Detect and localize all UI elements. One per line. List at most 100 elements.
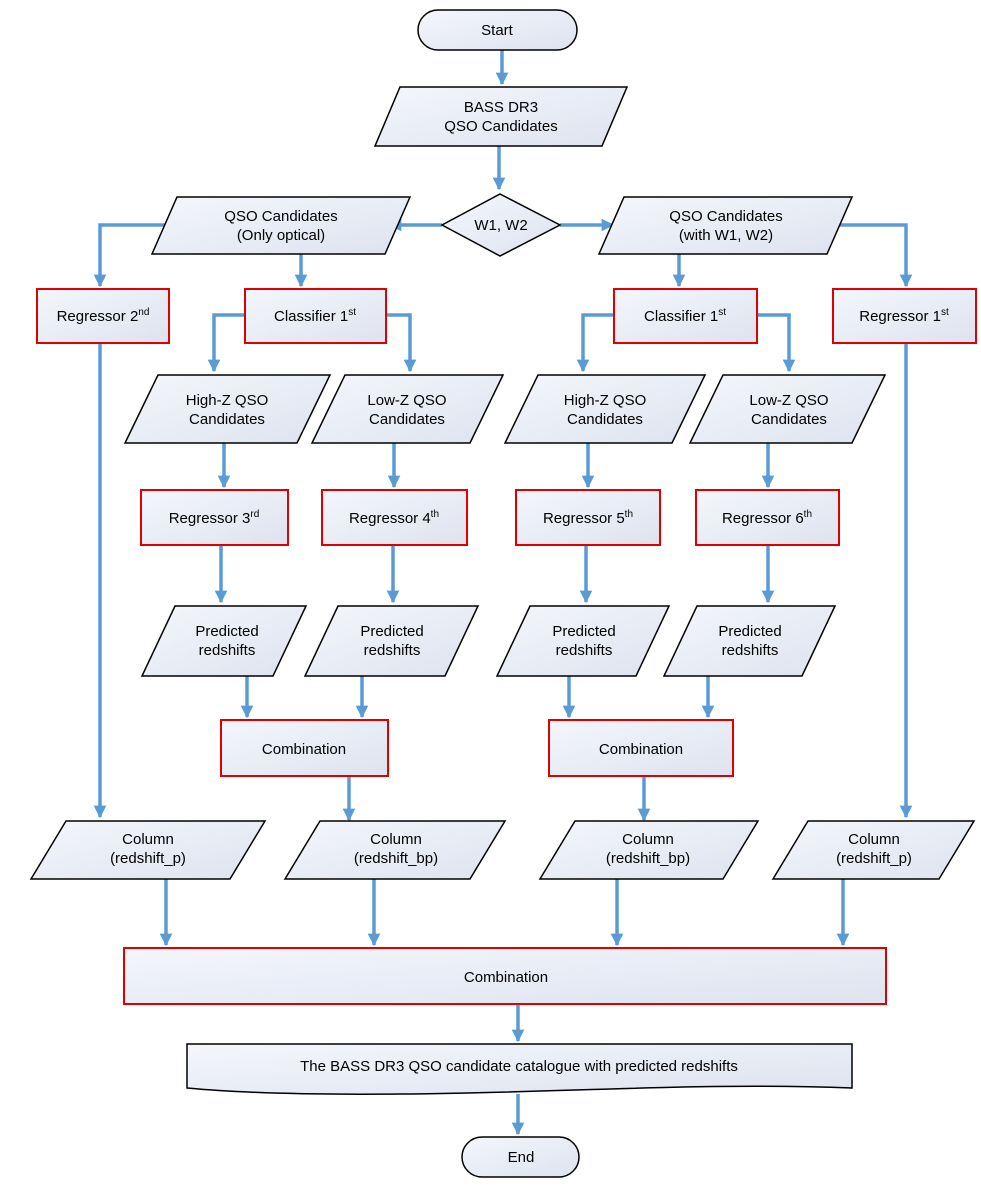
combination-final-shape bbox=[123, 947, 887, 1005]
right-candidates-parallelogram: QSO Candidates (with W1, W2) bbox=[597, 196, 854, 255]
regressor-5-text: Regressor 5 bbox=[543, 510, 625, 527]
combination-left-shape bbox=[220, 719, 389, 777]
column-3-shape bbox=[538, 820, 760, 880]
column-1-parallelogram: Column (redshift_p) bbox=[29, 820, 267, 880]
regressor-3-box: Regressor 3rd bbox=[140, 489, 289, 546]
lowz-left-parallelogram: Low-Z QSO Candidates bbox=[310, 374, 505, 444]
column-2-shape bbox=[283, 820, 507, 880]
classifier-right-box: Classifier 1st bbox=[613, 288, 758, 344]
combination-right-label: Combination bbox=[599, 741, 683, 758]
column-4-parallelogram: Column (redshift_p) bbox=[771, 820, 976, 880]
catalogue-shape bbox=[186, 1043, 853, 1095]
regressor-2-sup: nd bbox=[138, 307, 149, 318]
arrow-classifier-left-to-lowz bbox=[386, 313, 417, 373]
column-4-line-2: (redshift_p) bbox=[836, 850, 912, 867]
column-2-parallelogram: Column (redshift_bp) bbox=[283, 820, 507, 880]
column-1-line-1: Column bbox=[122, 831, 174, 848]
predicted-4-shape bbox=[662, 605, 837, 677]
end-shape bbox=[461, 1136, 580, 1178]
highz-left-line-1: High-Z QSO bbox=[186, 392, 269, 409]
predicted-2-parallelogram: Predicted redshifts bbox=[303, 605, 480, 677]
highz-right-line-2: Candidates bbox=[567, 411, 643, 428]
regressor-3-text: Regressor 3 bbox=[169, 510, 251, 527]
combination-right-shape bbox=[548, 719, 734, 777]
end-terminator: End bbox=[461, 1136, 580, 1178]
left-candidates-line-2: (Only optical) bbox=[237, 227, 325, 244]
regressor-4-shape bbox=[321, 489, 468, 546]
predicted-3-shape bbox=[495, 605, 671, 677]
regressor-4-label: Regressor 4th bbox=[349, 509, 439, 527]
regressor-2-label: Regressor 2nd bbox=[57, 307, 150, 325]
connectors bbox=[93, 50, 913, 1136]
highz-right-parallelogram: High-Z QSO Candidates bbox=[503, 374, 707, 444]
regressor-3-sup: rd bbox=[250, 509, 259, 520]
highz-left-shape bbox=[123, 374, 332, 444]
predicted-2-shape bbox=[303, 605, 480, 677]
regressor-6-box: Regressor 6th bbox=[695, 489, 840, 546]
regressor-3-label: Regressor 3rd bbox=[169, 509, 260, 527]
classifier-left-sup: st bbox=[348, 307, 356, 318]
input-shape bbox=[373, 86, 629, 147]
start-terminator: Start bbox=[417, 9, 578, 51]
right-candidates-shape bbox=[597, 196, 854, 255]
predicted-1-line-2: redshifts bbox=[199, 642, 256, 659]
arrow-classifier-left-to-highz bbox=[207, 313, 245, 373]
start-shape bbox=[417, 9, 578, 51]
regressor-6-label: Regressor 6th bbox=[722, 509, 812, 527]
classifier-right-text: Classifier 1 bbox=[644, 308, 718, 325]
catalogue-label: The BASS DR3 QSO candidate catalogue wit… bbox=[300, 1058, 738, 1075]
left-candidates-line-1: QSO Candidates bbox=[224, 208, 337, 225]
combination-right-box: Combination bbox=[548, 719, 734, 777]
regressor-1-text: Regressor 1 bbox=[859, 308, 941, 325]
arrow-classifier-right-to-lowz bbox=[757, 313, 796, 373]
column-3-line-2: (redshift_bp) bbox=[606, 850, 690, 867]
left-candidates-parallelogram: QSO Candidates (Only optical) bbox=[150, 196, 412, 255]
combination-left-label: Combination bbox=[262, 741, 346, 758]
regressor-5-sup: th bbox=[625, 509, 633, 520]
column-1-line-2: (redshift_p) bbox=[110, 850, 186, 867]
lowz-right-line-1: Low-Z QSO bbox=[749, 392, 828, 409]
lowz-left-shape bbox=[310, 374, 505, 444]
classifier-left-box: Classifier 1st bbox=[244, 288, 387, 344]
regressor-2-box: Regressor 2nd bbox=[36, 288, 170, 344]
predicted-1-line-1: Predicted bbox=[195, 623, 258, 640]
right-candidates-line-2: (with W1, W2) bbox=[679, 227, 773, 244]
decision-label: W1, W2 bbox=[474, 217, 527, 234]
highz-right-line-1: High-Z QSO bbox=[564, 392, 647, 409]
column-2-line-1: Column bbox=[370, 831, 422, 848]
column-4-shape bbox=[771, 820, 976, 880]
predicted-4-parallelogram: Predicted redshifts bbox=[662, 605, 837, 677]
combination-left-box: Combination bbox=[220, 719, 389, 777]
regressor-6-sup: th bbox=[804, 509, 812, 520]
regressor-5-box: Regressor 5th bbox=[515, 489, 661, 546]
highz-left-parallelogram: High-Z QSO Candidates bbox=[123, 374, 332, 444]
lowz-left-line-2: Candidates bbox=[369, 411, 445, 428]
lowz-right-line-2: Candidates bbox=[751, 411, 827, 428]
input-line-2: QSO Candidates bbox=[444, 118, 557, 135]
regressor-5-shape bbox=[515, 489, 661, 546]
regressor-1-shape bbox=[832, 288, 977, 344]
highz-left-line-2: Candidates bbox=[189, 411, 265, 428]
regressor-1-label: Regressor 1st bbox=[859, 307, 949, 325]
regressor-4-box: Regressor 4th bbox=[321, 489, 468, 546]
end-label: End bbox=[508, 1149, 535, 1166]
column-3-line-1: Column bbox=[622, 831, 674, 848]
arrow-classifier-right-to-highz bbox=[576, 313, 614, 373]
predicted-1-shape bbox=[140, 605, 308, 677]
predicted-1-parallelogram: Predicted redshifts bbox=[140, 605, 308, 677]
regressor-3-shape bbox=[140, 489, 289, 546]
column-1-shape bbox=[29, 820, 267, 880]
predicted-2-line-2: redshifts bbox=[364, 642, 421, 659]
regressor-2-shape bbox=[36, 288, 170, 344]
classifier-left-text: Classifier 1 bbox=[274, 308, 348, 325]
regressor-1-sup: st bbox=[941, 307, 949, 318]
regressor-4-text: Regressor 4 bbox=[349, 510, 431, 527]
regressor-1-box: Regressor 1st bbox=[832, 288, 977, 344]
left-candidates-shape bbox=[150, 196, 412, 255]
combination-final-box: Combination bbox=[123, 947, 887, 1005]
predicted-3-line-2: redshifts bbox=[556, 642, 613, 659]
regressor-6-shape bbox=[695, 489, 840, 546]
arrow-left-candidates-to-regressor-2 bbox=[93, 223, 177, 288]
